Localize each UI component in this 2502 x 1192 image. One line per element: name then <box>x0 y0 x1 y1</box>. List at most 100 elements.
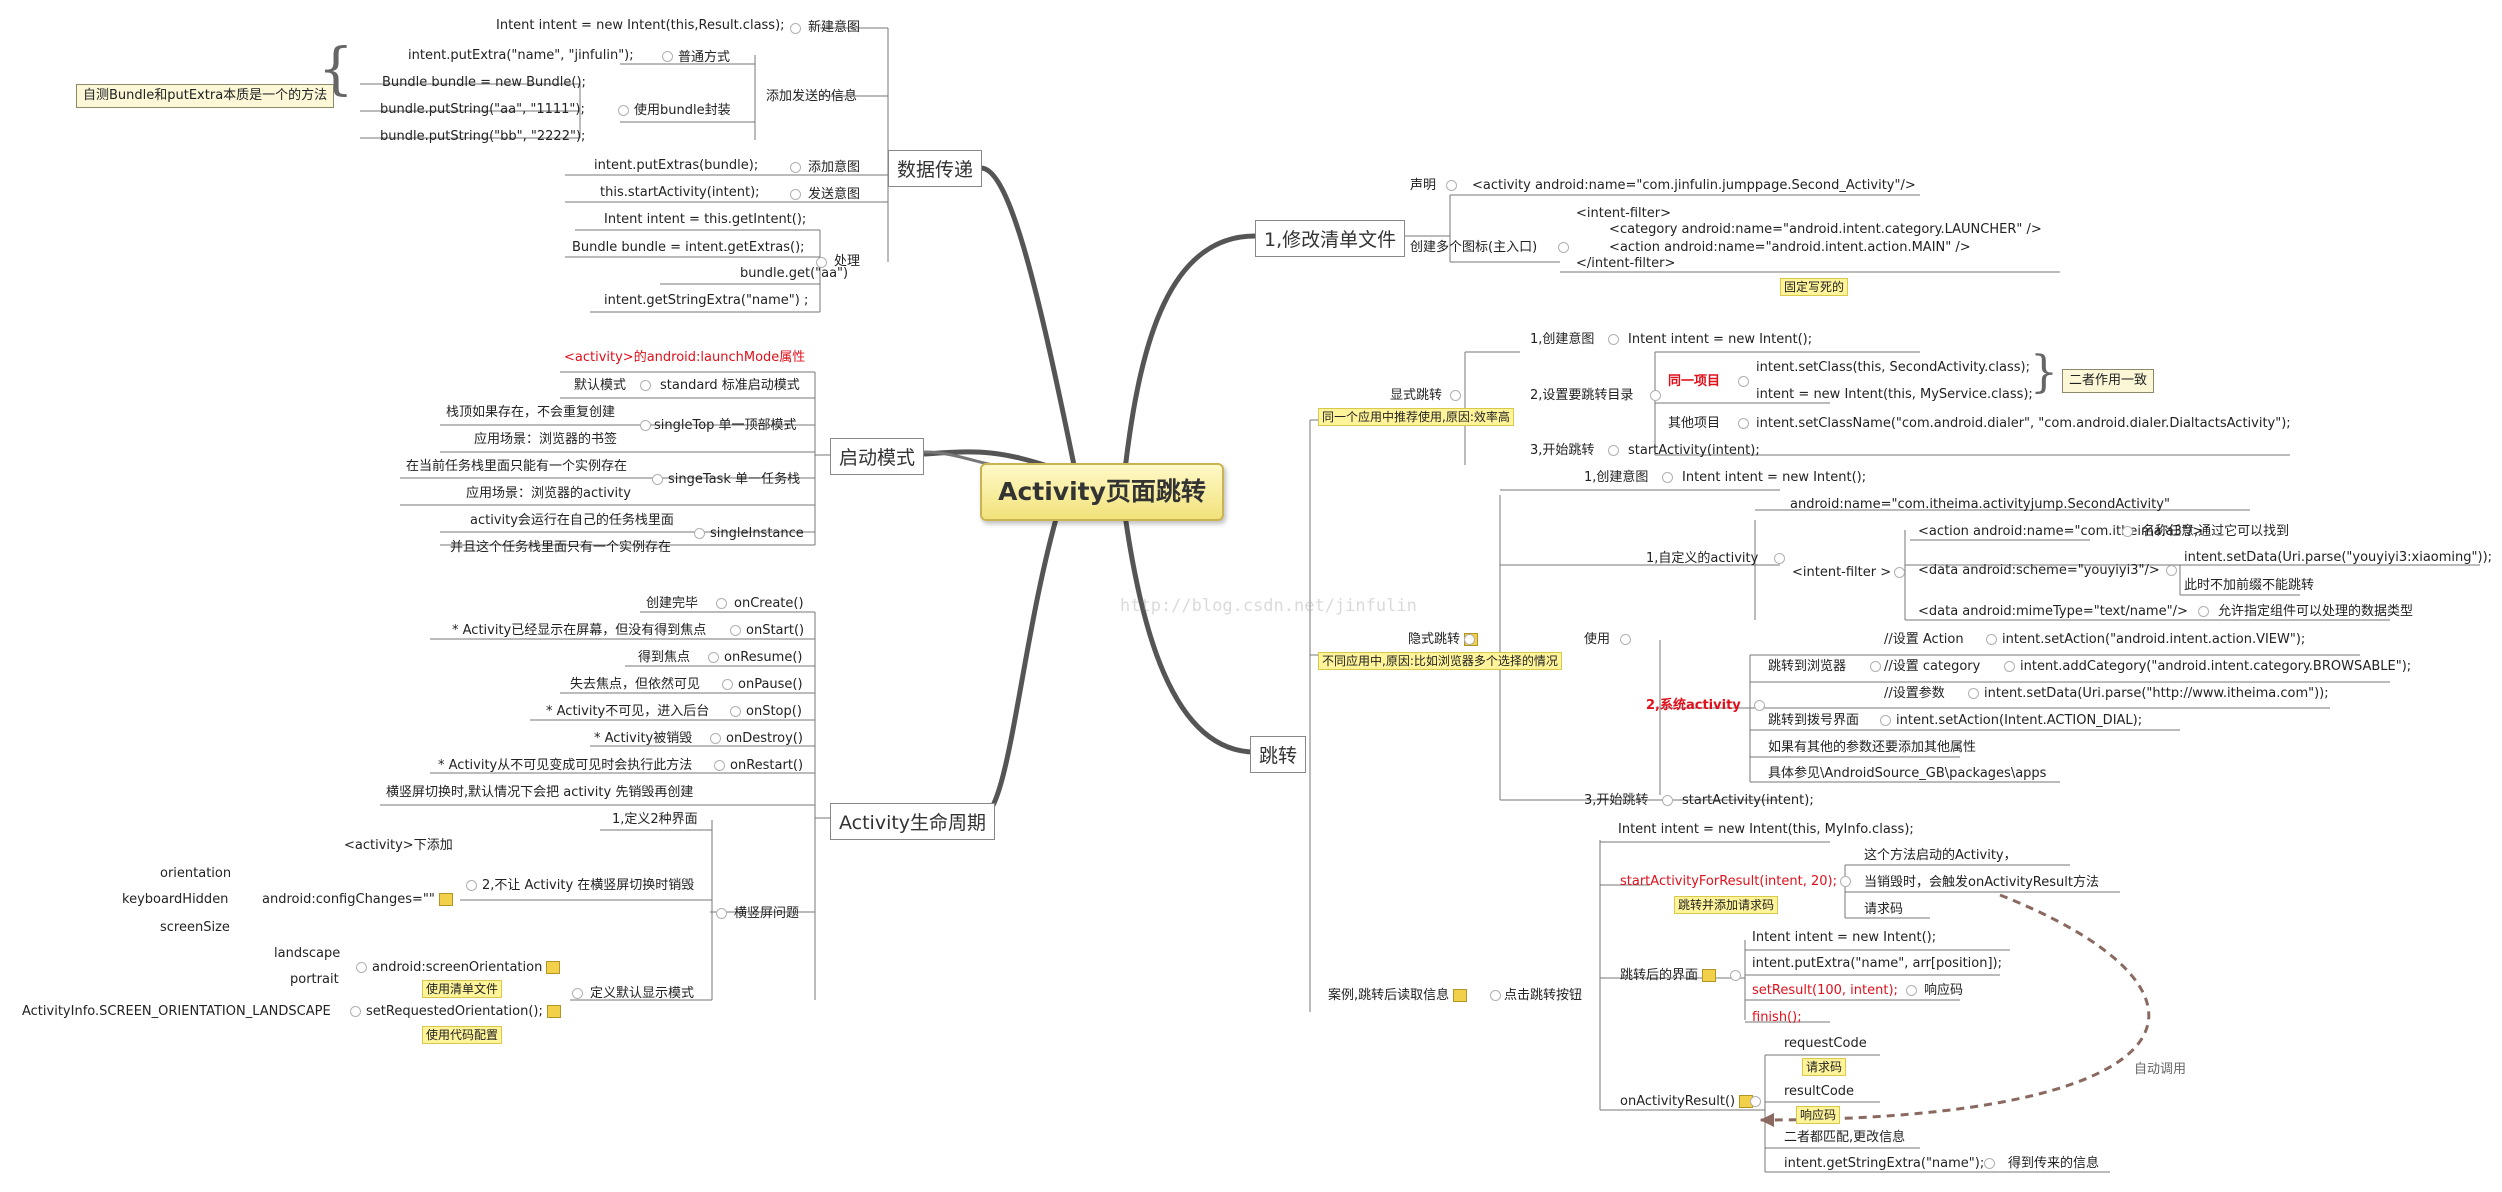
single-top-mode[interactable]: singleTop 单一顶部模式 <box>654 418 797 433</box>
collapse-toggle[interactable] <box>1738 418 1749 429</box>
collapse-toggle[interactable] <box>1662 472 1673 483</box>
collapse-toggle[interactable] <box>2198 606 2209 617</box>
collapse-toggle[interactable] <box>350 1006 361 1017</box>
lifecycle-method-0[interactable]: onCreate() <box>734 596 804 611</box>
collapse-toggle[interactable] <box>1558 242 1569 253</box>
declare-label[interactable]: 声明 <box>1410 178 1437 193</box>
manifest-topic[interactable]: 1,修改清单文件 <box>1255 220 1406 257</box>
collapse-toggle[interactable] <box>2122 526 2133 537</box>
implicit-step3: 3,开始跳转 <box>1584 793 1649 808</box>
collapse-toggle[interactable] <box>716 908 727 919</box>
collapse-toggle[interactable] <box>790 189 801 200</box>
lifecycle-method-3[interactable]: onPause() <box>738 677 803 692</box>
lifecycle-method-6[interactable]: onRestart() <box>730 758 804 773</box>
collapse-toggle[interactable] <box>722 679 733 690</box>
collapse-toggle[interactable] <box>1650 390 1661 401</box>
on-activity-result[interactable]: onActivityResult() <box>1620 1094 1754 1110</box>
collapse-toggle[interactable] <box>716 598 727 609</box>
lifecycle-method-5[interactable]: onDestroy() <box>726 731 803 746</box>
add-intent-label[interactable]: 添加意图 <box>808 160 861 175</box>
rotation-step1: 1,定义2种界面 <box>612 812 698 827</box>
data-transfer-topic[interactable]: 数据传递 <box>888 150 983 187</box>
collapse-toggle[interactable] <box>2004 661 2015 672</box>
standard-mode[interactable]: standard 标准启动模式 <box>660 378 800 393</box>
browser-category-code: intent.addCategory("android.intent.categ… <box>2020 659 2412 674</box>
collapse-toggle[interactable] <box>1750 1096 1761 1107</box>
collapse-toggle[interactable] <box>1754 700 1765 711</box>
screen-orientation[interactable]: android:screenOrientation <box>372 960 561 976</box>
new-intent-label[interactable]: 新建意图 <box>808 20 861 35</box>
lifecycle-topic[interactable]: Activity生命周期 <box>830 803 996 840</box>
collapse-toggle[interactable] <box>572 988 583 999</box>
collapse-toggle[interactable] <box>640 420 651 431</box>
on-activity-result-text: onActivityResult() <box>1620 1094 1736 1109</box>
collapse-toggle[interactable] <box>2166 565 2177 576</box>
collapse-toggle[interactable] <box>790 23 801 34</box>
fixed-note: 固定写死的 <box>1780 278 1849 296</box>
lifecycle-method-1[interactable]: onStart() <box>746 623 805 638</box>
get-info-code: intent.getStringExtra("name"); <box>1784 1156 1985 1171</box>
collapse-toggle[interactable] <box>1870 661 1881 672</box>
launch-mode-topic[interactable]: 启动模式 <box>830 438 925 475</box>
single-task-mode[interactable]: singeTask 单一任务栈 <box>668 472 801 487</box>
collapse-toggle[interactable] <box>652 474 663 485</box>
collapse-toggle[interactable] <box>1984 1158 1995 1169</box>
collapse-toggle[interactable] <box>708 652 719 663</box>
bundle-line-2: bundle.putString("aa", "1111"); <box>380 102 585 117</box>
after-page-label[interactable]: 跳转后的界面 <box>1620 968 1717 984</box>
collapse-toggle[interactable] <box>1490 990 1501 1001</box>
explicit-label[interactable]: 显式跳转 <box>1390 388 1443 403</box>
collapse-toggle[interactable] <box>1906 985 1917 996</box>
collapse-toggle[interactable] <box>1840 876 1851 887</box>
lifecycle-desc-2: 得到焦点 <box>638 650 691 665</box>
bundle-wrap-label[interactable]: 使用bundle封装 <box>634 103 731 118</box>
default-mode-label[interactable]: 定义默认显示模式 <box>590 986 695 1001</box>
collapse-toggle[interactable] <box>1894 567 1905 578</box>
jump-topic[interactable]: 跳转 <box>1250 736 1307 773</box>
collapse-toggle[interactable] <box>730 625 741 636</box>
collapse-toggle[interactable] <box>1446 180 1457 191</box>
rotation-desc: 横竖屏切换时,默认情况下会把 activity 先销毁再创建 <box>386 785 694 800</box>
set-requested-orientation[interactable]: setRequestedOrientation(); <box>366 1004 561 1020</box>
normal-way-label[interactable]: 普通方式 <box>678 50 731 65</box>
normal-putextra-code: intent.putExtra("name", "jinfulin"); <box>408 48 634 63</box>
collapse-toggle[interactable] <box>694 528 705 539</box>
single-instance-mode[interactable]: singleInstance <box>710 526 804 541</box>
icons-label[interactable]: 创建多个图标(主入口) <box>1410 240 1538 255</box>
collapse-toggle[interactable] <box>618 105 629 116</box>
collapse-toggle[interactable] <box>1608 445 1619 456</box>
custom-activity-name: android:name="com.itheima.activityjump.S… <box>1790 497 2170 512</box>
handle-label[interactable]: 处理 <box>834 254 861 269</box>
collapse-toggle[interactable] <box>714 760 725 771</box>
collapse-toggle[interactable] <box>1608 334 1619 345</box>
auto-call-label: 自动调用 <box>2134 1062 2187 1077</box>
collapse-toggle[interactable] <box>1620 634 1631 645</box>
collapse-toggle[interactable] <box>640 380 651 391</box>
collapse-toggle[interactable] <box>710 733 721 744</box>
rotation-label[interactable]: 横竖屏问题 <box>734 906 800 921</box>
collapse-toggle[interactable] <box>730 706 741 717</box>
click-jump-button[interactable]: 点击跳转按钮 <box>1504 988 1583 1003</box>
single-instance-line-1: activity会运行在自己的任务栈里面 <box>470 513 674 528</box>
config-changes[interactable]: android:configChanges="" <box>262 892 453 908</box>
collapse-toggle[interactable] <box>1730 970 1741 981</box>
collapse-toggle[interactable] <box>816 257 827 268</box>
collapse-toggle[interactable] <box>1738 376 1749 387</box>
add-info-label[interactable]: 添加发送的信息 <box>766 89 858 104</box>
send-intent-label[interactable]: 发送意图 <box>808 187 861 202</box>
collapse-toggle[interactable] <box>662 51 673 62</box>
collapse-toggle[interactable] <box>1986 634 1997 645</box>
collapse-toggle[interactable] <box>1774 553 1785 564</box>
lifecycle-method-2[interactable]: onResume() <box>724 650 803 665</box>
collapse-toggle[interactable] <box>1450 390 1461 401</box>
collapse-toggle[interactable] <box>466 880 477 891</box>
root-topic[interactable]: Activity页面跳转 <box>980 463 1224 521</box>
lifecycle-method-4[interactable]: onStop() <box>746 704 802 719</box>
case-label[interactable]: 案例,跳转后读取信息 <box>1328 988 1468 1004</box>
collapse-toggle[interactable] <box>1464 634 1475 645</box>
collapse-toggle[interactable] <box>790 162 801 173</box>
collapse-toggle[interactable] <box>356 962 367 973</box>
collapse-toggle[interactable] <box>1968 688 1979 699</box>
collapse-toggle[interactable] <box>1662 795 1673 806</box>
collapse-toggle[interactable] <box>1880 715 1891 726</box>
